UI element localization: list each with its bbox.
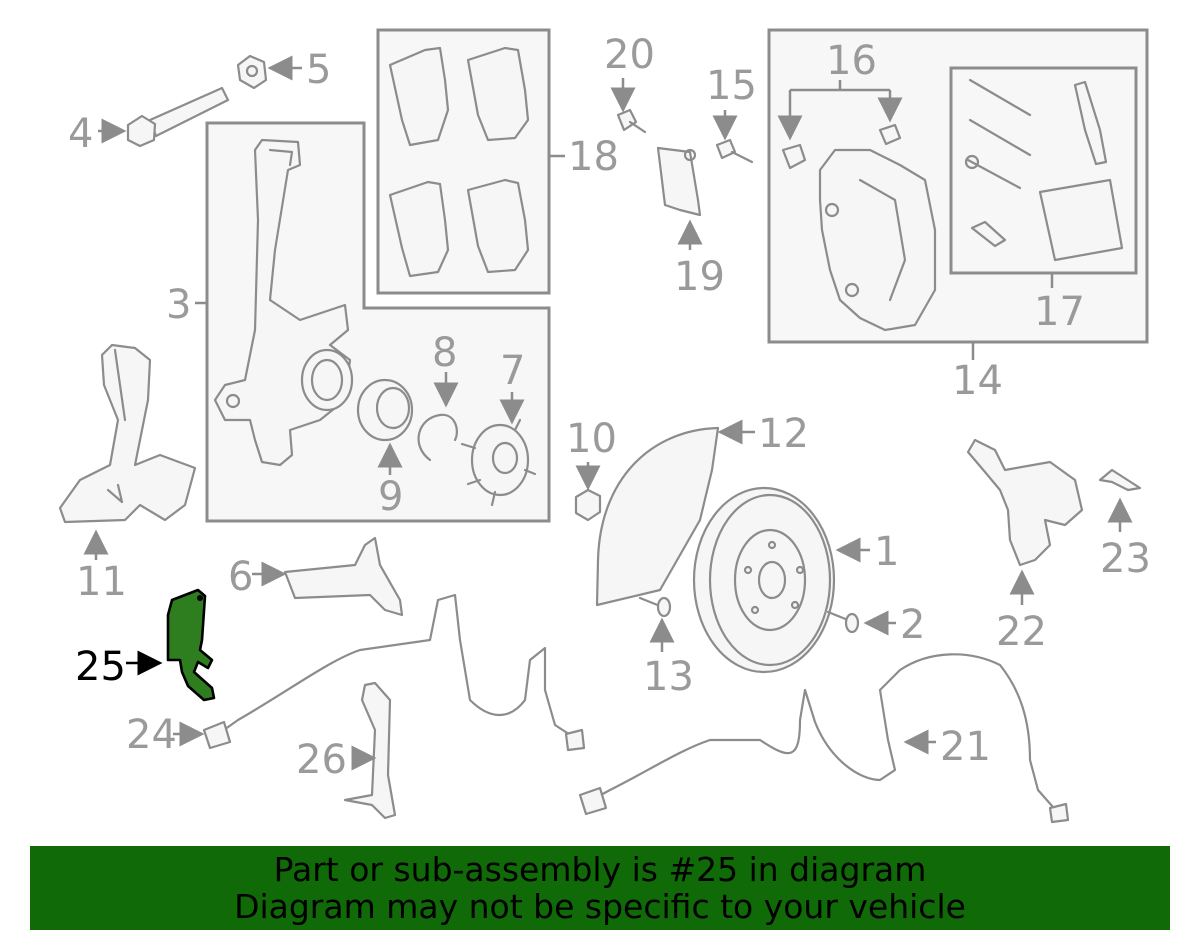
abs-sensor-wire-21: [586, 653, 1062, 817]
dust-shield-22: [966, 438, 1084, 567]
callout-5: 5: [306, 47, 331, 93]
callout-8: 8: [432, 330, 457, 376]
clip-23: [1098, 468, 1142, 492]
callout-10: 10: [566, 416, 617, 462]
caliper-bolt: [126, 86, 230, 148]
bolt-20: [616, 108, 647, 134]
banner-line-1: Part or sub-assembly is #25 in diagram: [273, 850, 927, 889]
callout-14: 14: [952, 358, 1003, 404]
callout-19: 19: [674, 254, 725, 300]
callout-9: 9: [378, 474, 403, 520]
callout-23: 23: [1100, 536, 1151, 582]
wheel-bearing: [356, 378, 414, 442]
bleeder-screws: [781, 123, 902, 170]
screw-2: [826, 610, 860, 634]
caliper-hardware: [964, 78, 1124, 262]
callout-13: 13: [643, 654, 694, 700]
brake-caliper: [818, 148, 937, 332]
bracket-26: [343, 681, 397, 820]
callout-20: 20: [604, 32, 655, 78]
callout-26: 26: [296, 737, 347, 783]
callout-7: 7: [500, 348, 525, 394]
nut: [236, 54, 268, 90]
callout-24: 24: [126, 712, 177, 758]
brake-pads: [388, 46, 530, 278]
highlighted-part-25[interactable]: [166, 588, 216, 702]
callout-16: 16: [826, 38, 877, 84]
snap-ring: [417, 413, 458, 462]
dust-shield-11: [58, 343, 197, 524]
nut-10: [574, 488, 602, 522]
callout-21: 21: [940, 724, 991, 770]
screw-13: [638, 596, 672, 618]
callout-3: 3: [166, 282, 191, 328]
splash-shield: [595, 426, 720, 607]
bracket-6: [283, 536, 404, 617]
callout-11: 11: [76, 559, 127, 605]
callout-17: 17: [1034, 289, 1085, 335]
steering-knuckle: [213, 138, 354, 467]
info-banner: Part or sub-assembly is #25 in diagram D…: [30, 846, 1170, 930]
callout-4: 4: [68, 111, 93, 157]
callout-6: 6: [228, 554, 253, 600]
callout-15: 15: [706, 63, 757, 109]
abs-sensor-wire-24: [212, 593, 580, 742]
callout-2: 2: [900, 602, 925, 648]
bolt-15: [715, 138, 754, 164]
callout-18: 18: [568, 134, 619, 180]
callout-25: 25: [75, 644, 126, 690]
banner-line-2: Diagram may not be specific to your vehi…: [234, 887, 966, 926]
callout-1: 1: [874, 529, 899, 575]
clip-19: [656, 146, 702, 217]
callout-12: 12: [758, 411, 809, 457]
callout-22: 22: [996, 609, 1047, 655]
brake-rotor: [692, 486, 836, 674]
wheel-hub: [460, 418, 537, 507]
